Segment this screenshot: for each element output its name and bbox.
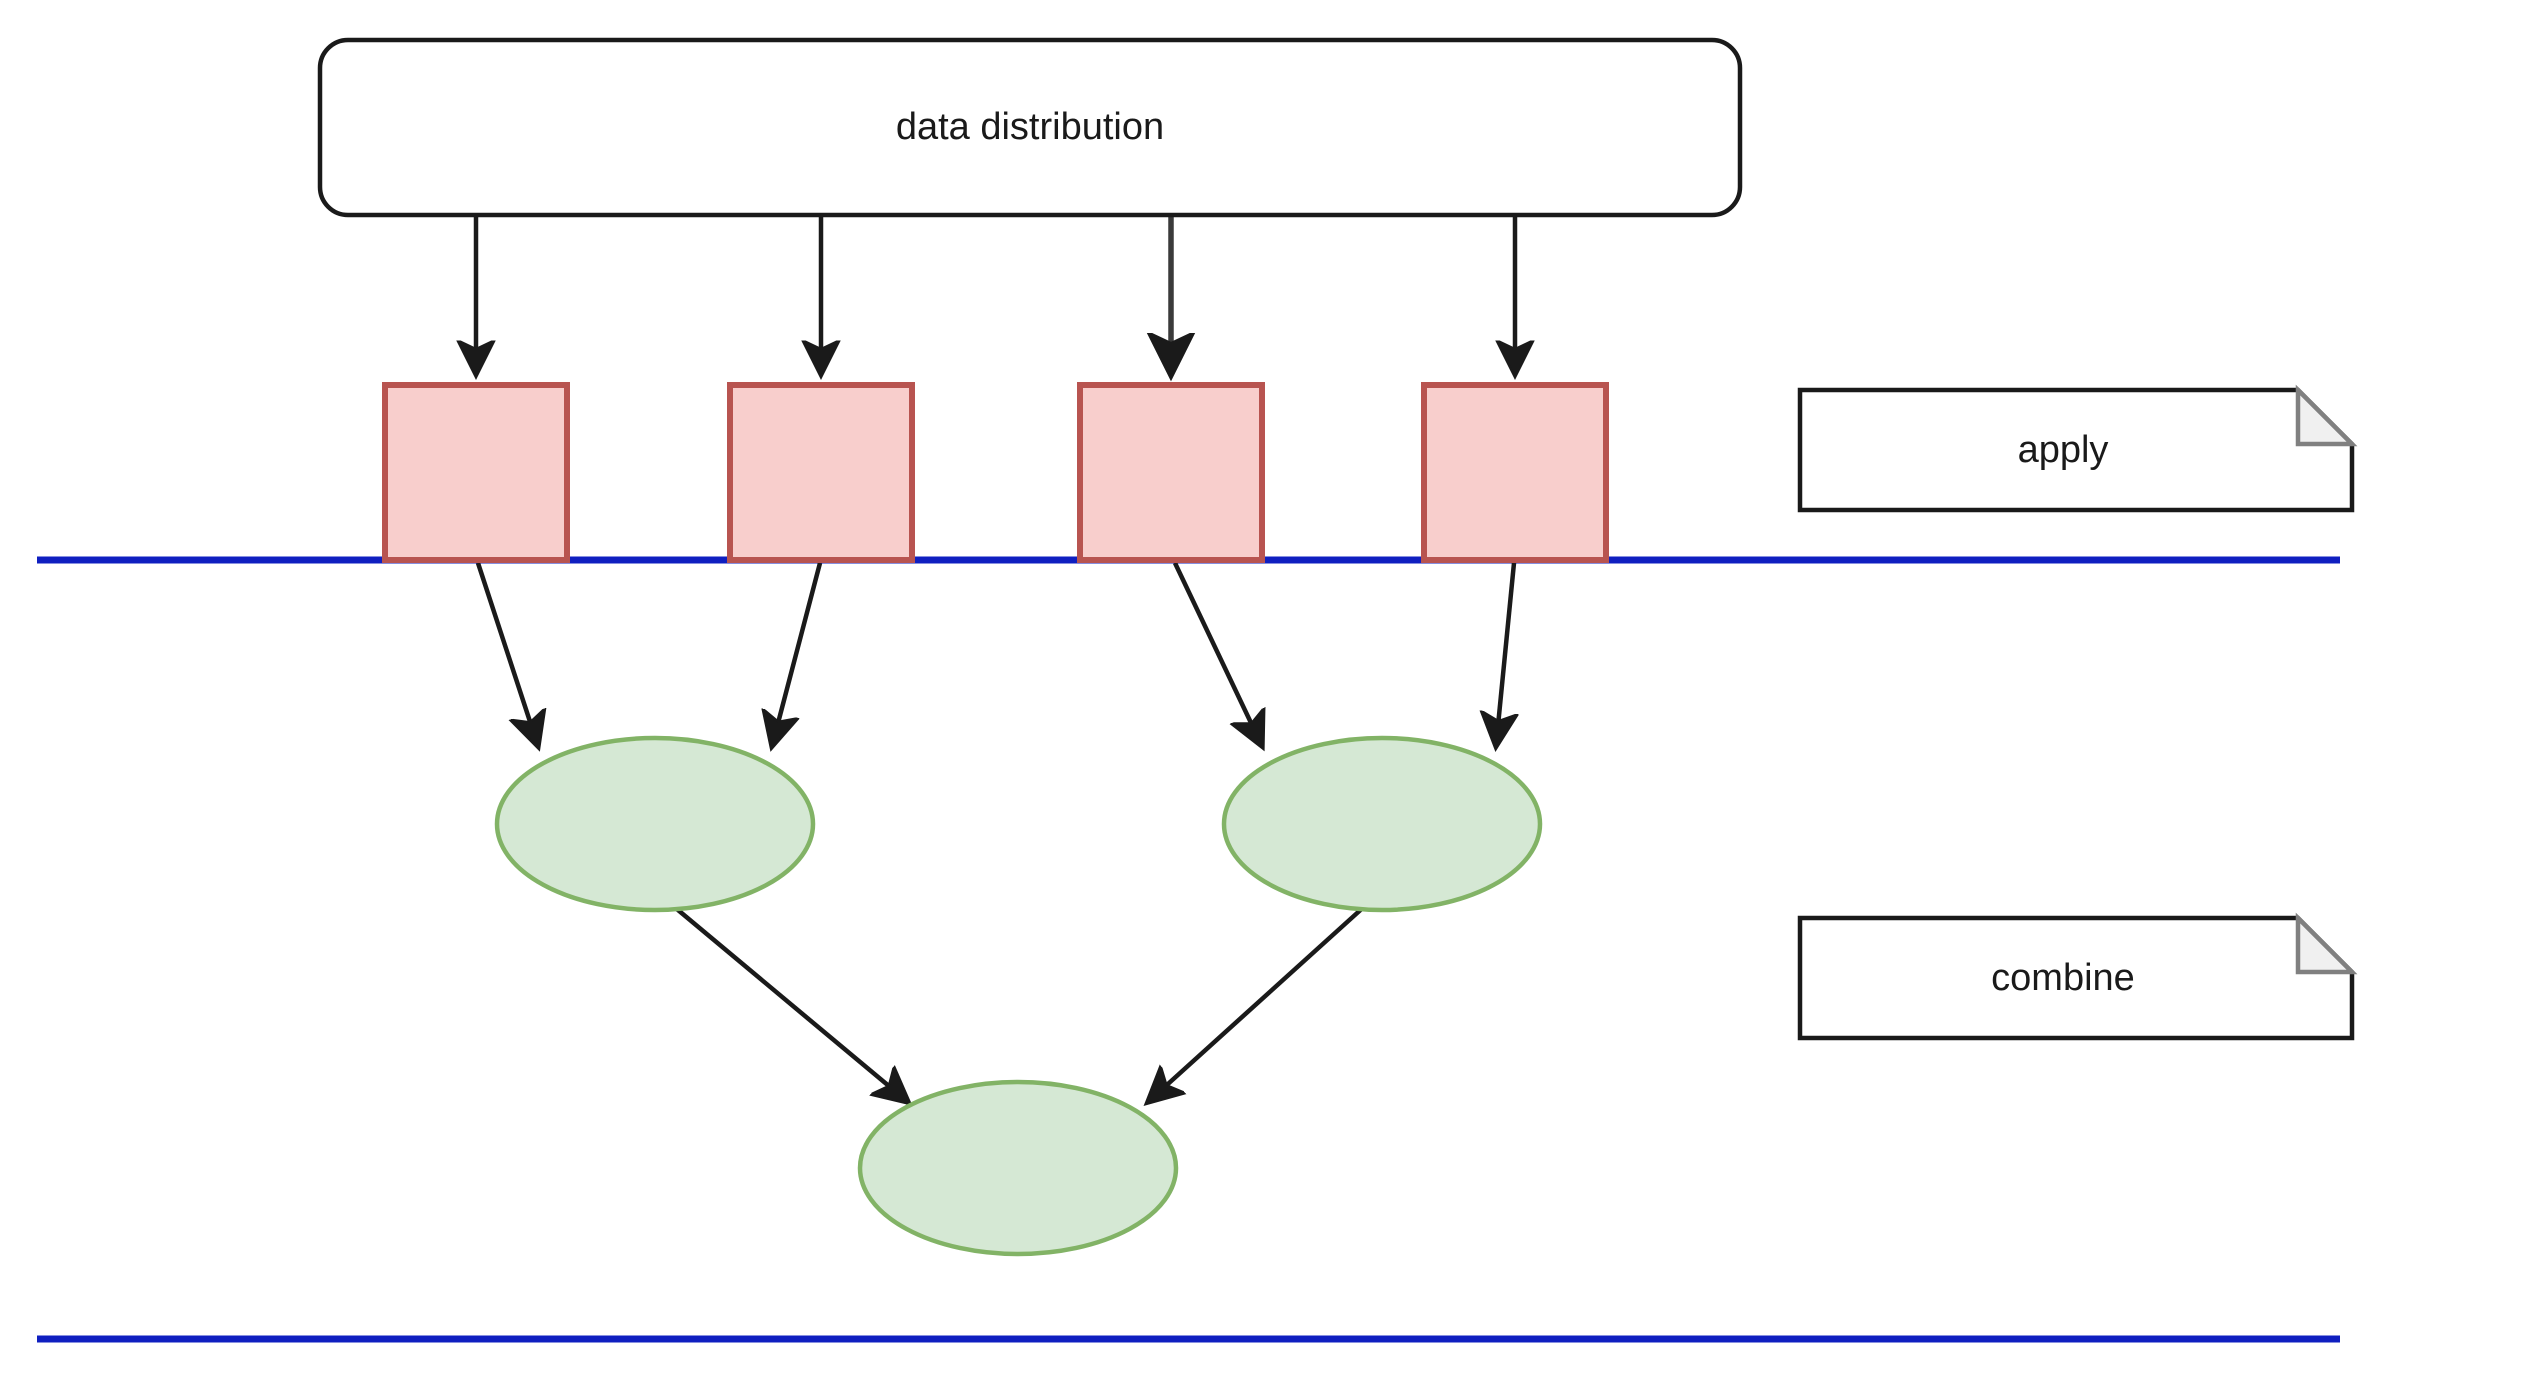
task-nodes-group xyxy=(382,382,1609,563)
note-apply-shape[interactable] xyxy=(1797,387,2355,513)
note-combine-shape[interactable] xyxy=(1797,915,2355,1041)
result-left[interactable] xyxy=(494,735,816,913)
note-apply-fold xyxy=(2295,384,2358,447)
data-distribution-label: data distribution xyxy=(896,106,1164,148)
edge-result-left-result-final xyxy=(670,903,908,1102)
task-2[interactable] xyxy=(727,382,915,563)
task-1[interactable] xyxy=(382,382,570,563)
task-3[interactable] xyxy=(1077,382,1265,563)
task-4[interactable] xyxy=(1421,382,1609,563)
note-apply-label: apply xyxy=(2018,429,2109,471)
result-final[interactable] xyxy=(857,1079,1179,1257)
result-nodes-group xyxy=(494,735,1543,1257)
node-data-distribution[interactable]: data distribution xyxy=(317,37,1743,218)
edge-task-2-result-left xyxy=(772,562,823,746)
data-distribution-shape[interactable] xyxy=(317,37,1743,218)
edge-task-3-result-right xyxy=(1172,562,1262,746)
result-right[interactable] xyxy=(1221,735,1543,913)
edge-result-right-result-final xyxy=(1148,903,1368,1102)
note-combine[interactable]: combine xyxy=(1797,912,2358,1041)
note-combine-fold xyxy=(2295,912,2358,975)
edges-group xyxy=(476,216,1515,1102)
note-combine-label: combine xyxy=(1991,957,2135,999)
edge-task-4-result-right xyxy=(1496,562,1514,746)
edge-task-1-result-left xyxy=(475,562,538,746)
note-apply[interactable]: apply xyxy=(1797,384,2358,513)
